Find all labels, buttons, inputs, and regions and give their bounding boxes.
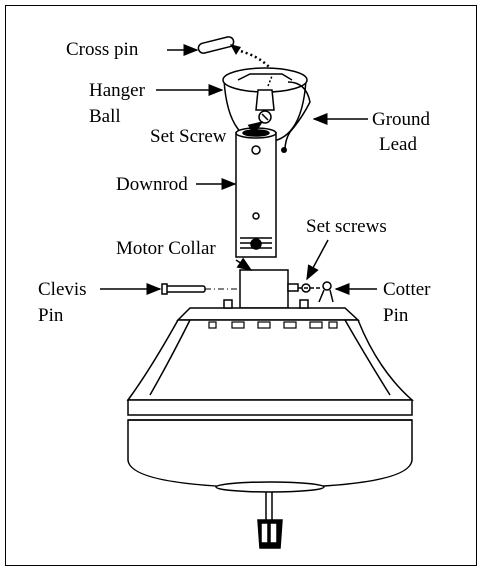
label-hanger: Hanger [89, 80, 146, 101]
cross-pin-insert-arrowhead [230, 44, 241, 55]
collar-set-screws [287, 283, 320, 293]
arrow-set-screw [244, 121, 264, 135]
cross-pin-insert-path [235, 48, 271, 69]
switch-housing [215, 481, 325, 549]
hanger-ball-part [222, 67, 308, 143]
cotter-pin-part [318, 281, 334, 303]
cross-pin-part [197, 36, 235, 54]
label-set-screws: Set screws [306, 216, 387, 237]
label-cotter: Cotter [383, 279, 431, 300]
ground-lead-screw [281, 147, 287, 153]
label-clevis-pin: Pin [38, 305, 64, 326]
ground-lead-wire [284, 81, 311, 151]
label-lead: Lead [379, 134, 417, 155]
label-ground: Ground [372, 109, 431, 130]
clevis-pin-part [161, 283, 240, 295]
downrod-part [235, 127, 277, 258]
label-set-screw: Set Screw [150, 126, 227, 147]
arrow-set-screws [306, 239, 329, 281]
diagram-frame [5, 5, 477, 566]
arrow-motor-collar [235, 257, 253, 271]
motor-collar-part [239, 269, 289, 309]
label-cross-pin: Cross pin [66, 39, 139, 60]
label-downrod: Downrod [116, 174, 188, 195]
label-motor-collar: Motor Collar [116, 238, 216, 259]
label-clevis: Clevis [38, 279, 87, 300]
motor-vent-slots [208, 321, 338, 329]
label-cotter-pin: Pin [383, 305, 409, 326]
label-ball: Ball [89, 106, 121, 127]
